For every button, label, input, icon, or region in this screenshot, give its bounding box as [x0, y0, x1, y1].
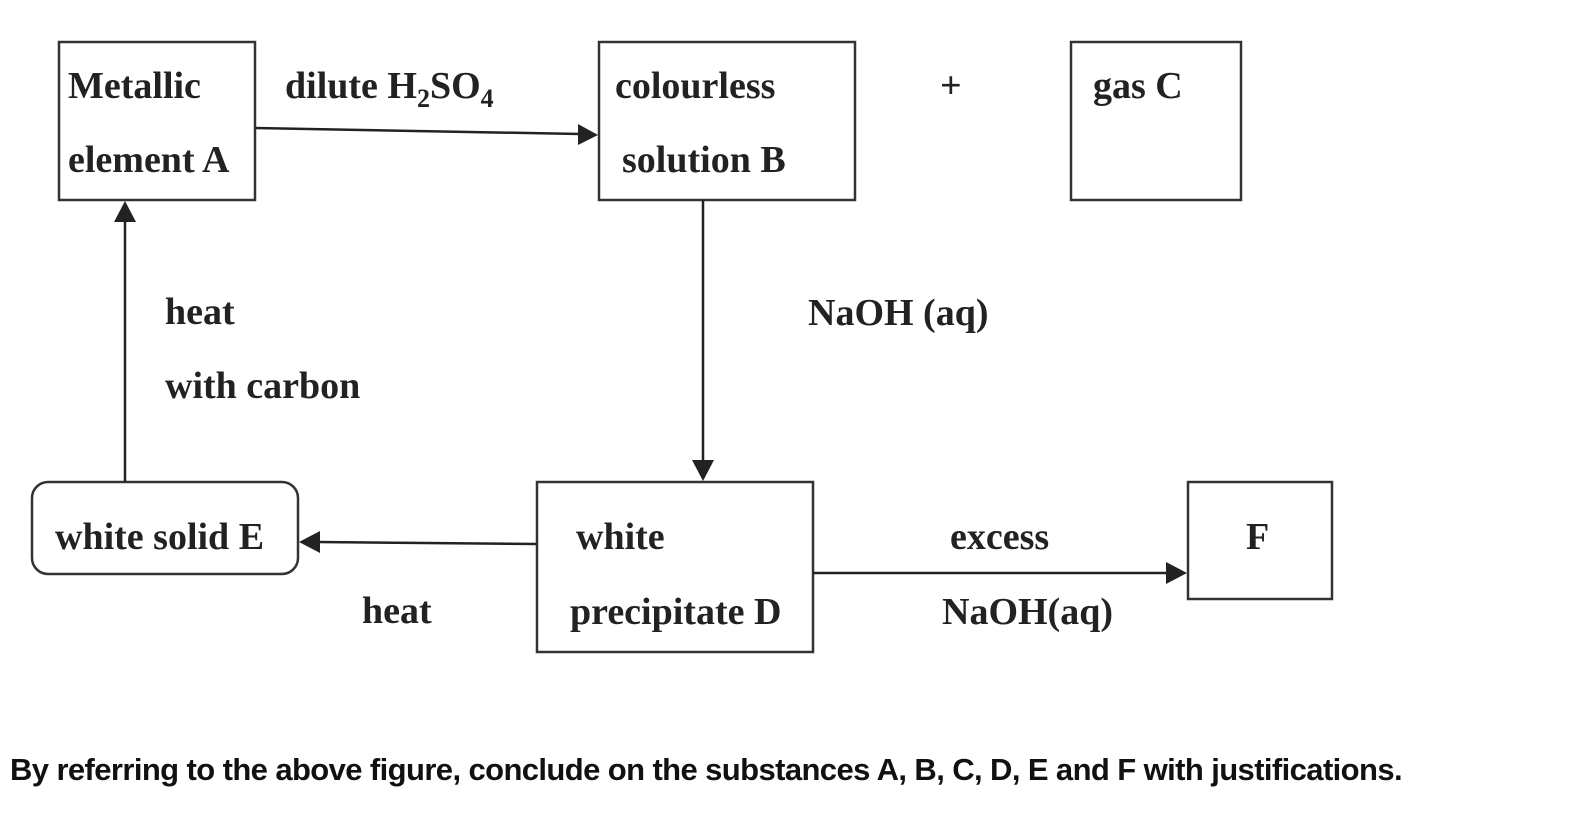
reaction-flow-diagram: Metallic element A colourless solution B…	[30, 40, 1334, 654]
box-f	[1186, 480, 1334, 601]
box-d-line1: white	[576, 516, 665, 558]
box-colourless-solution-b	[597, 40, 857, 202]
box-b-line1: colourless	[615, 65, 775, 107]
box-a-line1: Metallic	[68, 65, 201, 107]
edge-d-to-e-label: heat	[362, 590, 432, 632]
box-a-line2: element A	[68, 139, 230, 181]
edge-e-to-a-line2: with carbon	[165, 365, 360, 407]
box-f-line1: F	[1246, 516, 1269, 558]
arrow-d-to-e	[317, 540, 538, 546]
box-b-line2: solution B	[622, 139, 786, 181]
box-white-solid-e	[30, 480, 300, 576]
arrow-a-to-b	[254, 126, 581, 136]
edge-d-to-f-line2: NaOH(aq)	[942, 591, 1113, 633]
box-white-precipitate-d	[535, 480, 815, 654]
box-gas-c	[1069, 40, 1243, 202]
question-text: By referring to the above figure, conclu…	[10, 752, 1403, 787]
box-c-line1: gas C	[1093, 65, 1183, 107]
box-e-line1: white solid E	[55, 516, 264, 558]
arrow-a-to-b-head	[578, 124, 598, 145]
box-d-line2: precipitate D	[570, 591, 781, 633]
arrow-d-to-f-head	[1166, 562, 1187, 584]
arrow-d-to-e-head	[299, 531, 320, 553]
edge-d-to-f-line1: excess	[950, 516, 1049, 558]
plus-sign: +	[940, 65, 962, 107]
edge-b-to-d-label: NaOH (aq)	[808, 292, 989, 334]
edge-e-to-a-line1: heat	[165, 291, 235, 333]
box-metallic-element-a	[57, 40, 257, 202]
arrow-b-to-d-head	[692, 460, 714, 481]
arrow-e-to-a-head	[114, 201, 136, 222]
edge-a-to-b-label: dilute H2SO4	[285, 65, 494, 113]
